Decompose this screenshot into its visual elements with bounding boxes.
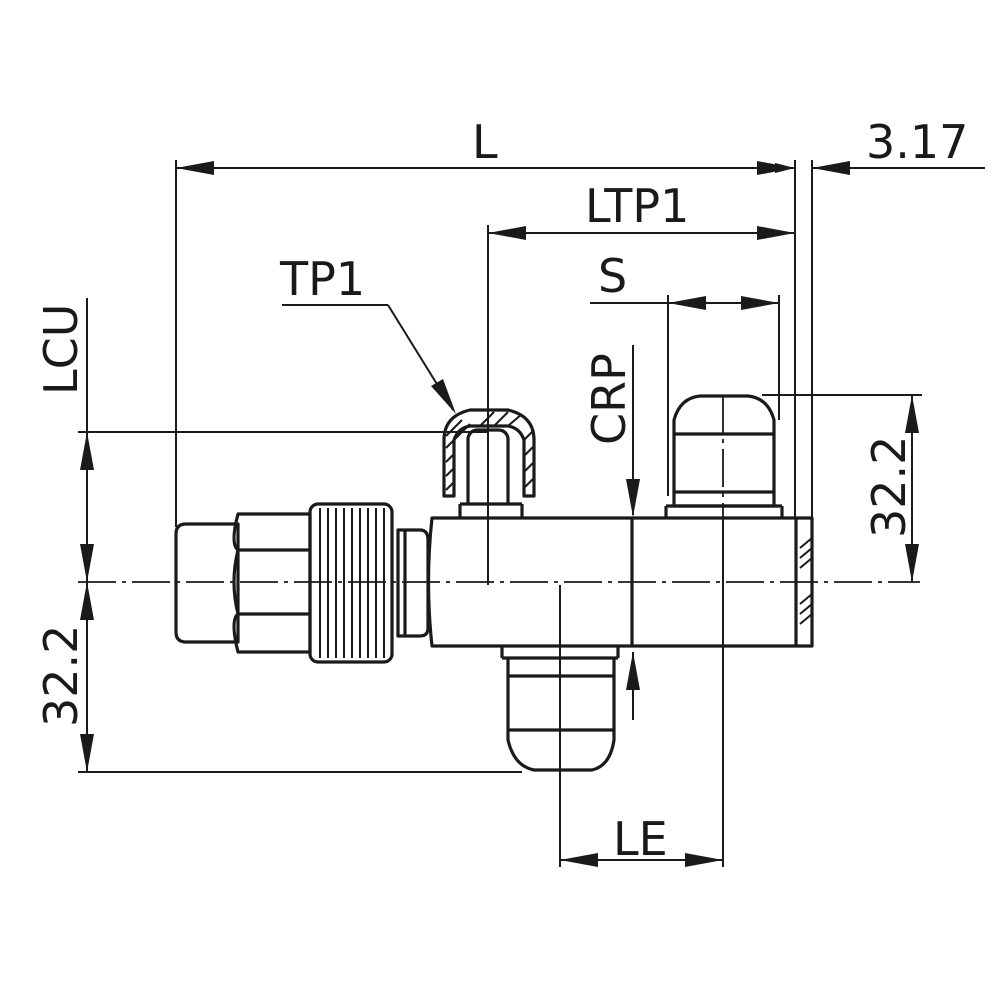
leader-TP1 [282, 304, 456, 414]
label-3-17: 3.17 [866, 115, 968, 169]
lower-port [500, 646, 620, 772]
label-LCU: LCU [34, 304, 88, 395]
dimension-32-2-lower [78, 582, 522, 773]
end-marks [799, 537, 813, 625]
label-LTP1: LTP1 [585, 179, 689, 233]
label-TP1: TP1 [279, 252, 365, 306]
label-L: L [472, 115, 498, 169]
left-coupling [174, 502, 430, 664]
dimension-L [175, 160, 796, 527]
knurl-lines [319, 508, 385, 658]
dimension-3-17 [775, 160, 985, 517]
dimension-32-2-upper [762, 394, 922, 582]
label-S: S [598, 249, 627, 303]
test-port-cap [442, 408, 536, 518]
dimension-S [590, 295, 780, 496]
label-CRP: CRP [582, 353, 636, 445]
label-32-2-lower: 32.2 [34, 625, 88, 727]
cap-hatching [445, 411, 535, 491]
dimension-LTP1 [487, 225, 795, 585]
label-LE: LE [613, 812, 668, 866]
upper-port [664, 394, 784, 518]
label-32-2-upper: 32.2 [862, 436, 916, 538]
dimension-LCU [78, 298, 488, 582]
marker-CRP [626, 345, 640, 720]
